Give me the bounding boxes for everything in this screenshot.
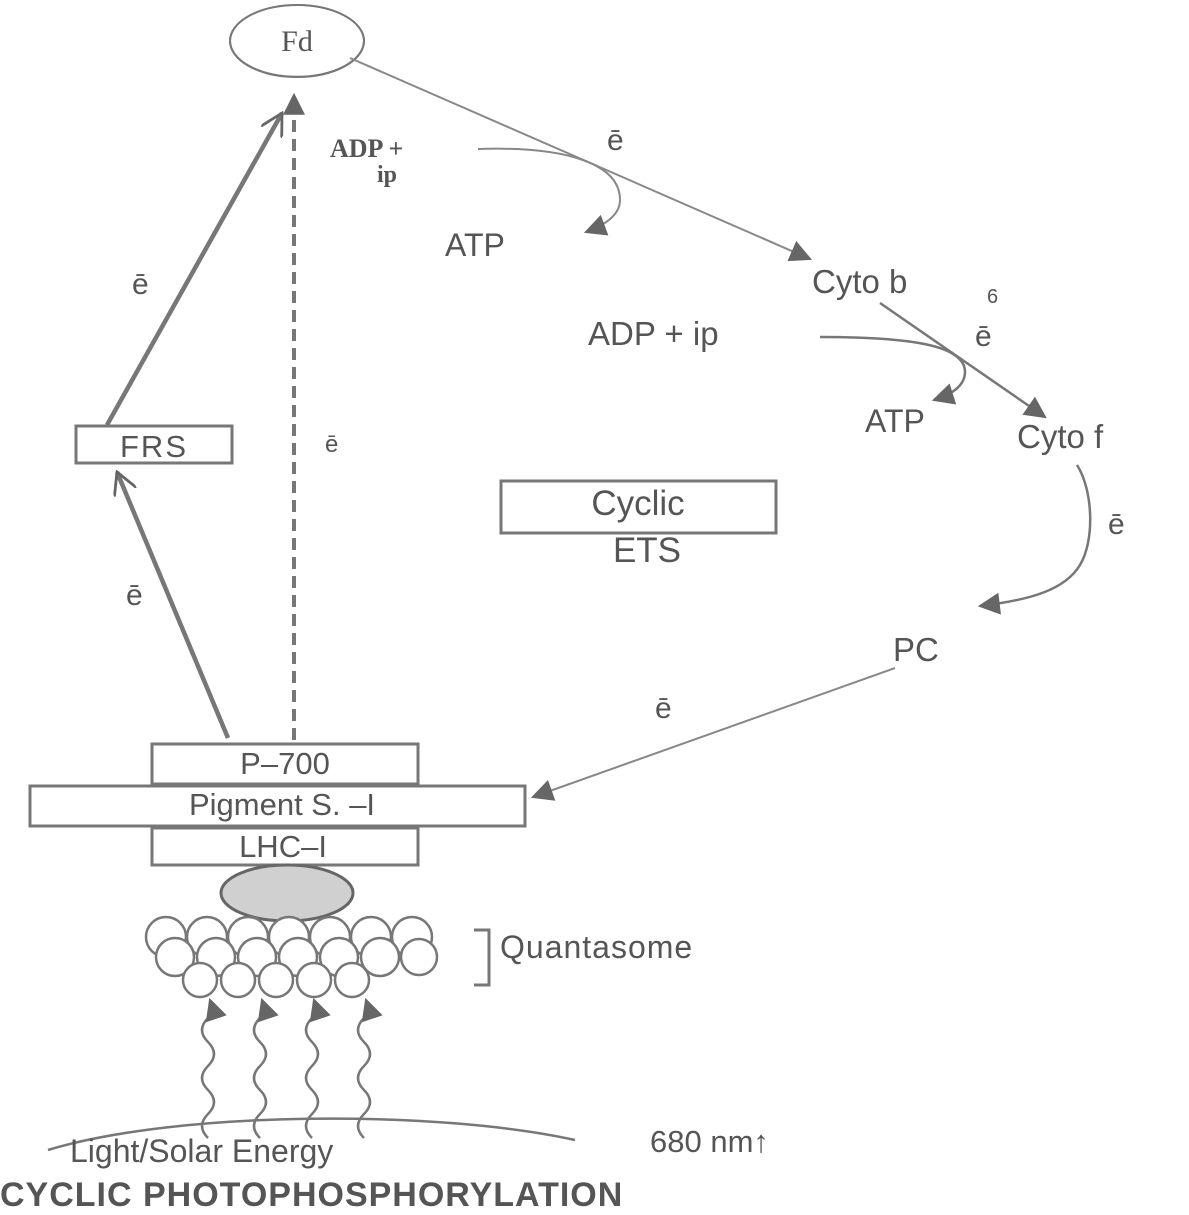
- frs-label: FRS: [120, 429, 188, 464]
- light-ray-2: [254, 1000, 266, 1138]
- electron-label-pc-ps1: ē: [655, 692, 672, 725]
- fd-node: Fd: [230, 5, 364, 77]
- pigment-system-box: Pigment S. –I: [30, 786, 525, 826]
- arrow-pc-to-pigment-system: [533, 668, 895, 797]
- arrow-cyto-f-to-pc: [980, 465, 1090, 606]
- quantasome-label: Quantasome: [500, 929, 693, 965]
- cyclic-label: Cyclic: [591, 484, 684, 523]
- cyclic-ets-box: Cyclic ETS: [501, 481, 776, 570]
- quantasome-cluster: [146, 917, 437, 997]
- electron-label-p700-frs: ē: [126, 579, 143, 612]
- p700-label: P–700: [240, 746, 330, 781]
- light-ray-3: [306, 1000, 318, 1138]
- wavelength-label: 680 nm↑: [650, 1124, 769, 1159]
- cyto-b6-label: Cyto b: [812, 263, 907, 300]
- adp-ip-mid-label: ADP + ip: [588, 315, 719, 352]
- atp-synthesis-curve-top: [478, 149, 620, 232]
- p700-box: P–700: [152, 744, 418, 784]
- reaction-centre-core: [221, 865, 353, 921]
- cyto-b6-subscript: 6: [987, 286, 998, 308]
- cyto-b6-node: Cyto b 6: [812, 263, 998, 308]
- light-ray-4: [358, 1000, 370, 1138]
- adp-ip-top-line1: ADP +: [330, 134, 403, 163]
- lhc-label: LHC–I: [239, 829, 327, 864]
- light-source-label: Light/Solar Energy: [70, 1133, 333, 1169]
- fd-label: Fd: [281, 25, 313, 58]
- frs-box: FRS: [76, 426, 232, 464]
- electron-label-frs-fd: ē: [132, 268, 149, 301]
- electron-label-cytob6-cytof: ē: [975, 320, 992, 353]
- electron-label-dashed: ē: [325, 431, 338, 458]
- diagram-title: CYCLIC PHOTOPHOSPHORYLATION: [0, 1176, 623, 1214]
- electron-label-cytof-pc: ē: [1108, 508, 1125, 541]
- arrow-cyto-b6-to-cyto-f: [880, 303, 1045, 417]
- light-ray-1: [202, 1000, 214, 1138]
- quantasome-bracket: [474, 930, 489, 985]
- adp-ip-top-line2: ip: [377, 162, 397, 188]
- atp-top-label: ATP: [445, 227, 505, 263]
- cyto-f-label: Cyto f: [1017, 418, 1104, 455]
- light-rays: [202, 1000, 370, 1138]
- pigment-system-label: Pigment S. –I: [189, 787, 375, 822]
- pc-label: PC: [893, 631, 939, 668]
- lhc-box: LHC–I: [152, 828, 418, 865]
- atp-mid-label: ATP: [865, 403, 925, 439]
- electron-label-fd-cytob6: ē: [607, 124, 624, 157]
- ets-label: ETS: [613, 531, 681, 570]
